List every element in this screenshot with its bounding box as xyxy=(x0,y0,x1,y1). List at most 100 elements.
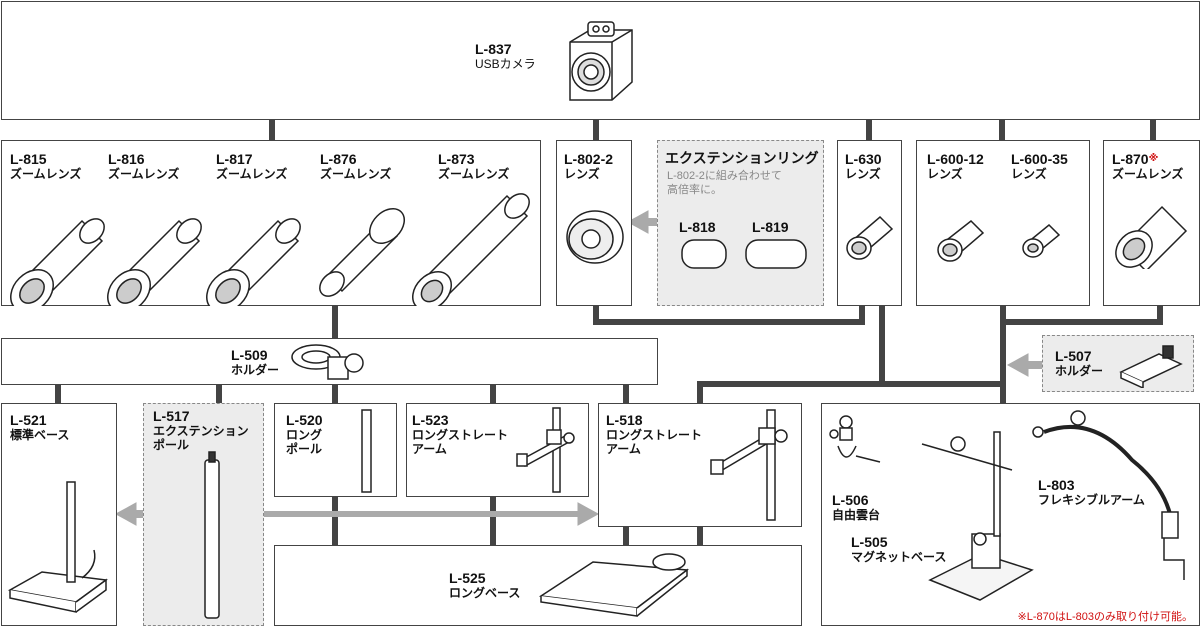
l509-holder-box: L-509 ホルダー xyxy=(1,338,658,385)
l517-panel: L-517 エクステンション ポール xyxy=(143,403,264,626)
l507-holder-image xyxy=(1119,345,1183,388)
l505-magnetic-base-icon xyxy=(921,431,1034,601)
l523-arm-image xyxy=(516,407,575,493)
l870-lens-image xyxy=(1115,205,1188,269)
l525-name: ロングベース xyxy=(449,586,521,600)
camera-label: L-837 USBカメラ xyxy=(475,41,536,71)
l630-name: レンズ xyxy=(845,167,881,181)
l518-arm-image xyxy=(710,409,788,521)
l520-code: L-520 xyxy=(286,412,323,428)
l520-name-line2: ポール xyxy=(286,442,323,456)
l870-compatibility-footnote: ※L-870はL-803のみ取り付け可能。 xyxy=(1017,611,1193,623)
l803-label: L-803 フレキシブルアーム xyxy=(1038,477,1145,507)
l802-lens-image xyxy=(566,210,624,264)
l600-35-label: L-600-35 レンズ xyxy=(1011,151,1068,181)
l870-note-mark: ※ xyxy=(1148,153,1159,164)
l520-box: L-520 ロング ポール xyxy=(274,403,397,497)
l525-code: L-525 xyxy=(449,570,486,586)
connector-group xyxy=(55,120,1163,546)
arrow-head-left xyxy=(1006,353,1029,377)
zoom-lens-images xyxy=(10,193,530,306)
l506-pan-head-icon xyxy=(829,415,881,463)
zoom-lens-icon xyxy=(412,193,530,306)
l802-box: L-802-2 レンズ xyxy=(556,140,632,306)
lens-code: L-817 xyxy=(216,151,253,167)
l523-code: L-523 xyxy=(412,412,449,428)
l507-label: L-507 ホルダー xyxy=(1055,348,1103,378)
l505-label: L-505 マグネットベース xyxy=(851,534,946,564)
l521-name: 標準ベース xyxy=(10,428,70,442)
l600-lens-images xyxy=(937,219,1061,262)
connector xyxy=(593,305,865,325)
l518-name-line2: アーム xyxy=(606,442,641,456)
zoom-lens-icon xyxy=(107,218,202,306)
usb-camera-image xyxy=(569,21,633,101)
l523-name-line2: アーム xyxy=(412,442,447,456)
l525-label: L-525 ロングベース xyxy=(449,570,520,600)
l520-label: L-520 ロング ポール xyxy=(286,412,323,456)
l517-name-line1: エクステンション xyxy=(153,424,249,438)
lens-name: ズームレンズ xyxy=(438,167,510,181)
l600-12-code: L-600-12 xyxy=(927,151,984,167)
l518-label: L-518 ロングストレート アーム xyxy=(606,412,702,456)
accessories-box: L-506 自由雲台 L-505 マグネットベース L-803 フレキシブルアー… xyxy=(821,403,1200,626)
camera-name: USBカメラ xyxy=(475,57,536,71)
l518-code: L-518 xyxy=(606,412,643,428)
lens-label-1: L-815 ズームレンズ xyxy=(10,151,81,181)
lens-label-5: L-873 ズームレンズ xyxy=(438,151,509,181)
l802-code: L-802-2 xyxy=(564,151,614,167)
lens-name: ズームレンズ xyxy=(216,167,288,181)
l803-code: L-803 xyxy=(1038,477,1075,493)
l600-35-name: レンズ xyxy=(1011,167,1047,181)
extension-ring-title: エクステンションリング xyxy=(665,150,819,166)
l520-name-line1: ロング xyxy=(286,428,323,442)
l802-name: レンズ xyxy=(564,167,600,181)
l802-label: L-802-2 レンズ xyxy=(564,151,613,181)
lens-code: L-873 xyxy=(438,151,475,167)
l506-label: L-506 自由雲台 xyxy=(832,492,880,522)
l819-ring-icon xyxy=(745,239,807,269)
l870-box: L-870※ ズームレンズ xyxy=(1103,140,1200,306)
lens-code: L-876 xyxy=(320,151,357,167)
lens-code: L-816 xyxy=(108,151,145,167)
l600-box: L-600-12 レンズ L-600-35 レンズ xyxy=(916,140,1090,306)
l517-label: L-517 エクステンション ポール xyxy=(153,408,249,452)
l507-name: ホルダー xyxy=(1055,364,1104,378)
l509-label: L-509 ホルダー xyxy=(231,347,279,377)
extension-ring-images xyxy=(681,239,807,269)
camera-box: L-837 USBカメラ xyxy=(1,1,1200,120)
lens-name: ズームレンズ xyxy=(320,167,392,181)
connector xyxy=(1003,305,1163,325)
l525-box: L-525 ロングベース xyxy=(274,545,802,626)
l507-code: L-507 xyxy=(1055,348,1092,364)
l818-code: L-818 xyxy=(679,219,716,235)
arrow-group xyxy=(114,210,1042,526)
l870-name: ズームレンズ xyxy=(1112,167,1184,181)
l600-35-code: L-600-35 xyxy=(1011,151,1068,167)
l521-box: L-521 標準ベース xyxy=(1,403,117,626)
l870-code: L-870 xyxy=(1112,151,1149,167)
l819-code: L-819 xyxy=(752,219,789,235)
l523-label: L-523 ロングストレート アーム xyxy=(412,412,508,456)
l523-box: L-523 ロングストレート アーム xyxy=(406,403,589,497)
l525-base-image xyxy=(538,553,690,617)
extension-ring-note-line1: L-802-2に組み合わせて xyxy=(667,170,782,182)
l870-label: L-870※ ズームレンズ xyxy=(1112,151,1183,181)
lens-label-3: L-817 ズームレンズ xyxy=(216,151,287,181)
l818-ring-icon xyxy=(681,239,727,269)
l505-code: L-505 xyxy=(851,534,888,550)
l507-holder-panel: L-507 ホルダー xyxy=(1042,335,1194,392)
arrow-head-left xyxy=(114,502,137,526)
lens-label-4: L-876 ズームレンズ xyxy=(320,151,391,181)
l600-12-name: レンズ xyxy=(927,167,963,181)
zoom-lens-box: L-815 ズームレンズ L-816 ズームレンズ L-817 ズームレンズ L… xyxy=(1,140,541,306)
zoom-lens-icon xyxy=(10,218,105,306)
accessory-images xyxy=(829,410,1185,601)
l630-label: L-630 レンズ xyxy=(845,151,882,181)
l517-name-line2: ポール xyxy=(153,438,190,452)
extension-ring-note-line2: 高倍率に。 xyxy=(667,184,722,196)
lens-label-2: L-816 ズームレンズ xyxy=(108,151,179,181)
l518-box: L-518 ロングストレート アーム xyxy=(598,403,802,527)
l509-code: L-509 xyxy=(231,347,268,363)
